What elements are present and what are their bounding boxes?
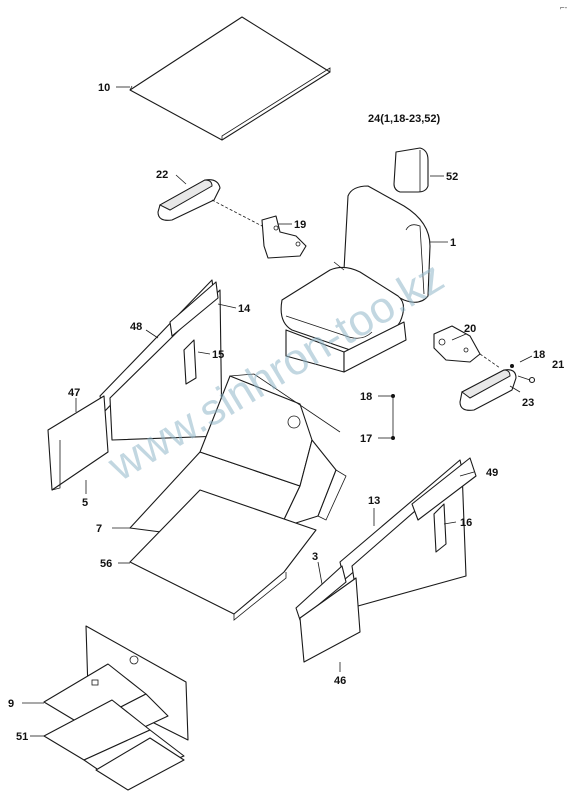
part-3-panel <box>295 565 347 621</box>
callout-18b: 18 <box>360 391 372 403</box>
callout-labels: 10 22 19 52 1 14 48 15 20 18 21 47 18 23… <box>8 3 568 743</box>
part-16-trim <box>433 503 447 553</box>
callout-21: 21 <box>552 359 564 371</box>
part-19-bracket <box>261 215 307 259</box>
callout-49: 49 <box>486 467 498 479</box>
callout-23: 23 <box>522 397 534 409</box>
part-49-panel <box>411 457 477 521</box>
callout-52: 52 <box>446 171 458 183</box>
callout-20: 20 <box>464 323 476 335</box>
part-10-floor-mat <box>129 16 331 141</box>
callout-5: 5 <box>82 497 88 509</box>
part-56-floor-mat <box>129 489 317 621</box>
callout-9: 9 <box>8 698 14 710</box>
callout-17: 17 <box>360 433 372 445</box>
callout-3: 3 <box>312 551 318 563</box>
callout-15: 15 <box>212 349 224 361</box>
callout-51: 51 <box>16 731 28 743</box>
callout-1: 1 <box>450 237 456 249</box>
callout-7: 7 <box>96 523 102 535</box>
part-15-trim <box>183 339 197 385</box>
assembly-label: 24(1,18-23,52) <box>368 113 440 125</box>
callout-14: 14 <box>238 303 251 315</box>
part-52-headrest-pad <box>393 147 429 193</box>
callout-13: 13 <box>368 495 380 507</box>
part-1-seat <box>280 185 431 373</box>
callout-47: 47 <box>68 387 80 399</box>
callout-18a: 18 <box>533 349 545 361</box>
part-22-armrest <box>157 179 221 221</box>
part-23-armrest <box>459 369 517 411</box>
part-14-panel <box>169 281 219 337</box>
part-18-17-fasteners <box>391 364 514 440</box>
corner-mark: ⌐- <box>560 3 568 12</box>
callout-22: 22 <box>156 169 168 181</box>
part-51-tray <box>43 699 185 791</box>
part-47-lower-panel <box>47 395 109 491</box>
callout-56: 56 <box>100 558 112 570</box>
callout-19: 19 <box>294 219 306 231</box>
leader-lines <box>22 86 533 737</box>
callout-48: 48 <box>130 321 142 333</box>
part-46-lower-panel <box>299 577 361 663</box>
part-20-bracket <box>433 325 481 363</box>
callout-16: 16 <box>460 517 472 529</box>
callout-46: 46 <box>334 675 346 687</box>
callout-10: 10 <box>98 82 110 94</box>
part-21-bolt <box>517 375 536 384</box>
